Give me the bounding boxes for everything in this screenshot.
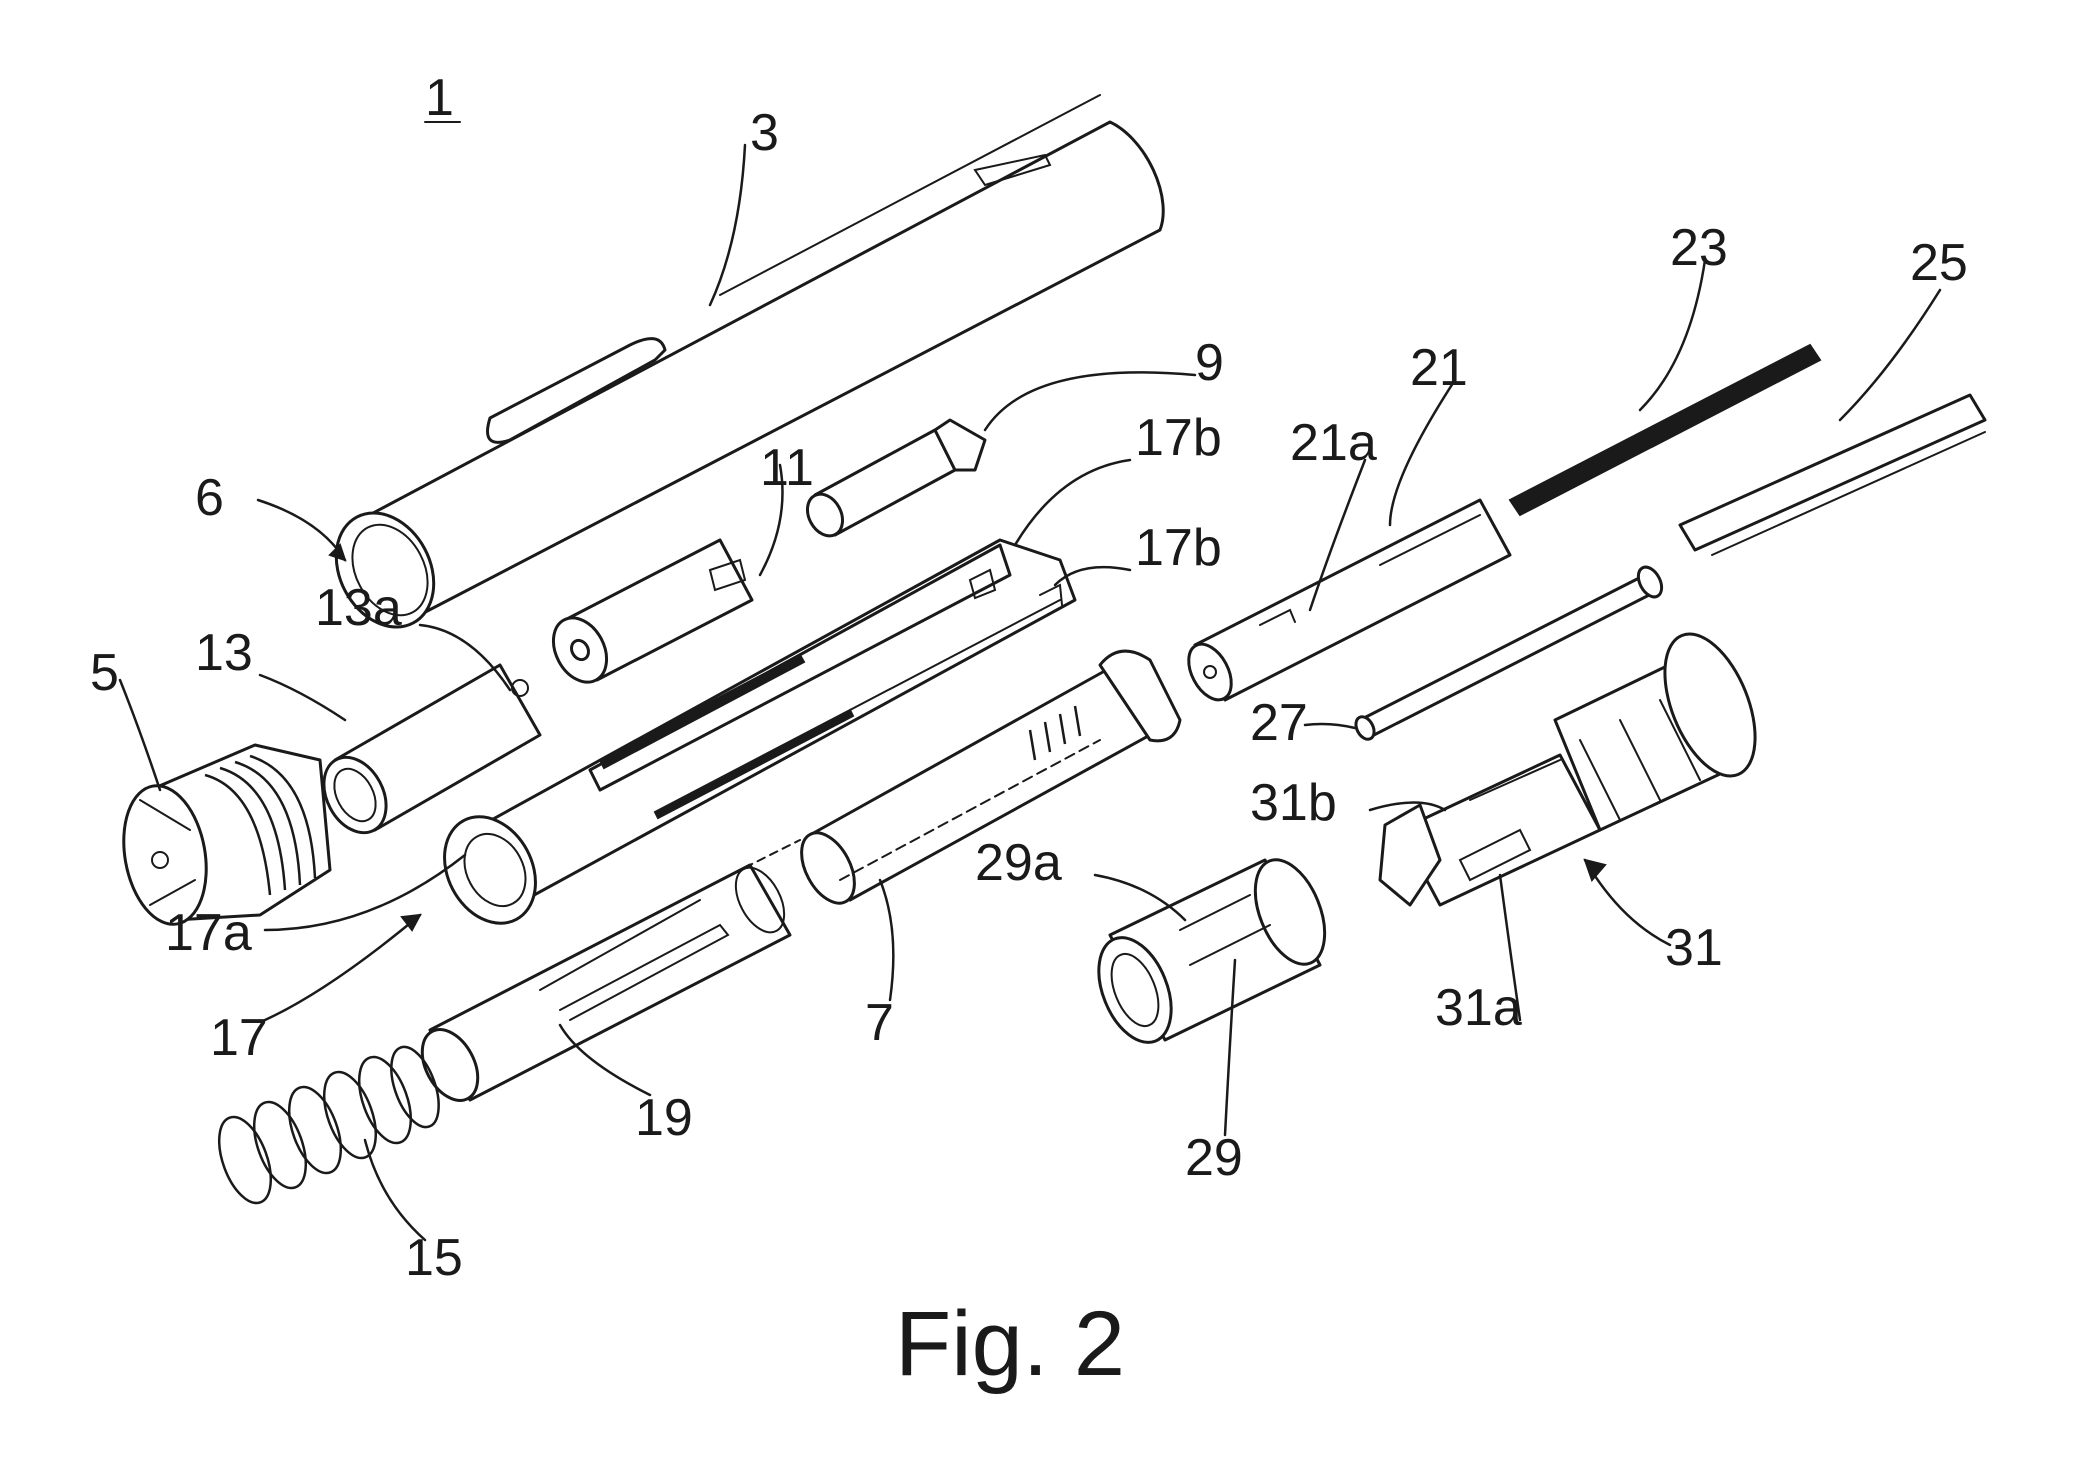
ref-17b-upper: 17b [1135,409,1222,467]
ref-7: 7 [865,994,894,1052]
ref-21a: 21a [1290,414,1377,472]
part-11-cylinder [551,538,754,684]
part-25-flat-bar [1678,393,1987,556]
ref-9: 9 [1195,334,1224,392]
ref-17: 17 [210,1009,268,1067]
part-3-housing-tube [334,94,1165,629]
ref-11: 11 [760,439,814,497]
ref-31a: 31a [1435,979,1522,1037]
ref-17a: 17a [165,904,252,962]
figure-caption: Fig. 2 [895,1293,1125,1395]
ref-13a: 13a [315,579,402,637]
ref-5: 5 [90,644,119,702]
ref-23: 23 [1670,219,1728,277]
part-31-dose-body [1378,632,1757,907]
part-9-pin [805,418,987,538]
leader-lines [118,143,1942,1242]
ref-19: 19 [635,1089,693,1147]
ref-17b-lower: 17b [1135,519,1222,577]
ref-15: 15 [405,1229,463,1287]
ref-13: 13 [195,624,253,682]
ref-1: 1 [425,69,454,127]
part-17-inner-housing [443,538,1077,925]
reference-numerals: 1 3 6 9 11 17b 17b 13 13a 5 17a 17 19 7 … [90,69,1968,1287]
part-7-cartridge [800,649,1182,905]
ref-27: 27 [1250,694,1308,752]
ref-29: 29 [1185,1129,1243,1187]
part-21-nut-rod [1187,498,1512,702]
ref-31b: 31b [1250,774,1337,832]
ref-25: 25 [1910,234,1968,292]
part-13-sleeve [322,663,542,835]
part-15-spring [217,1045,440,1205]
ref-3: 3 [750,104,779,162]
part-5-knob [122,743,332,926]
ref-21: 21 [1410,339,1468,397]
ref-31: 31 [1665,919,1723,977]
part-29-coupling [1097,858,1327,1044]
ref-29a: 29a [975,834,1062,892]
part-23-threaded-rod [1508,343,1822,517]
part-27-piston-rod [1354,565,1664,741]
part-19-driver-sleeve [420,839,801,1102]
ref-6: 6 [195,469,224,527]
